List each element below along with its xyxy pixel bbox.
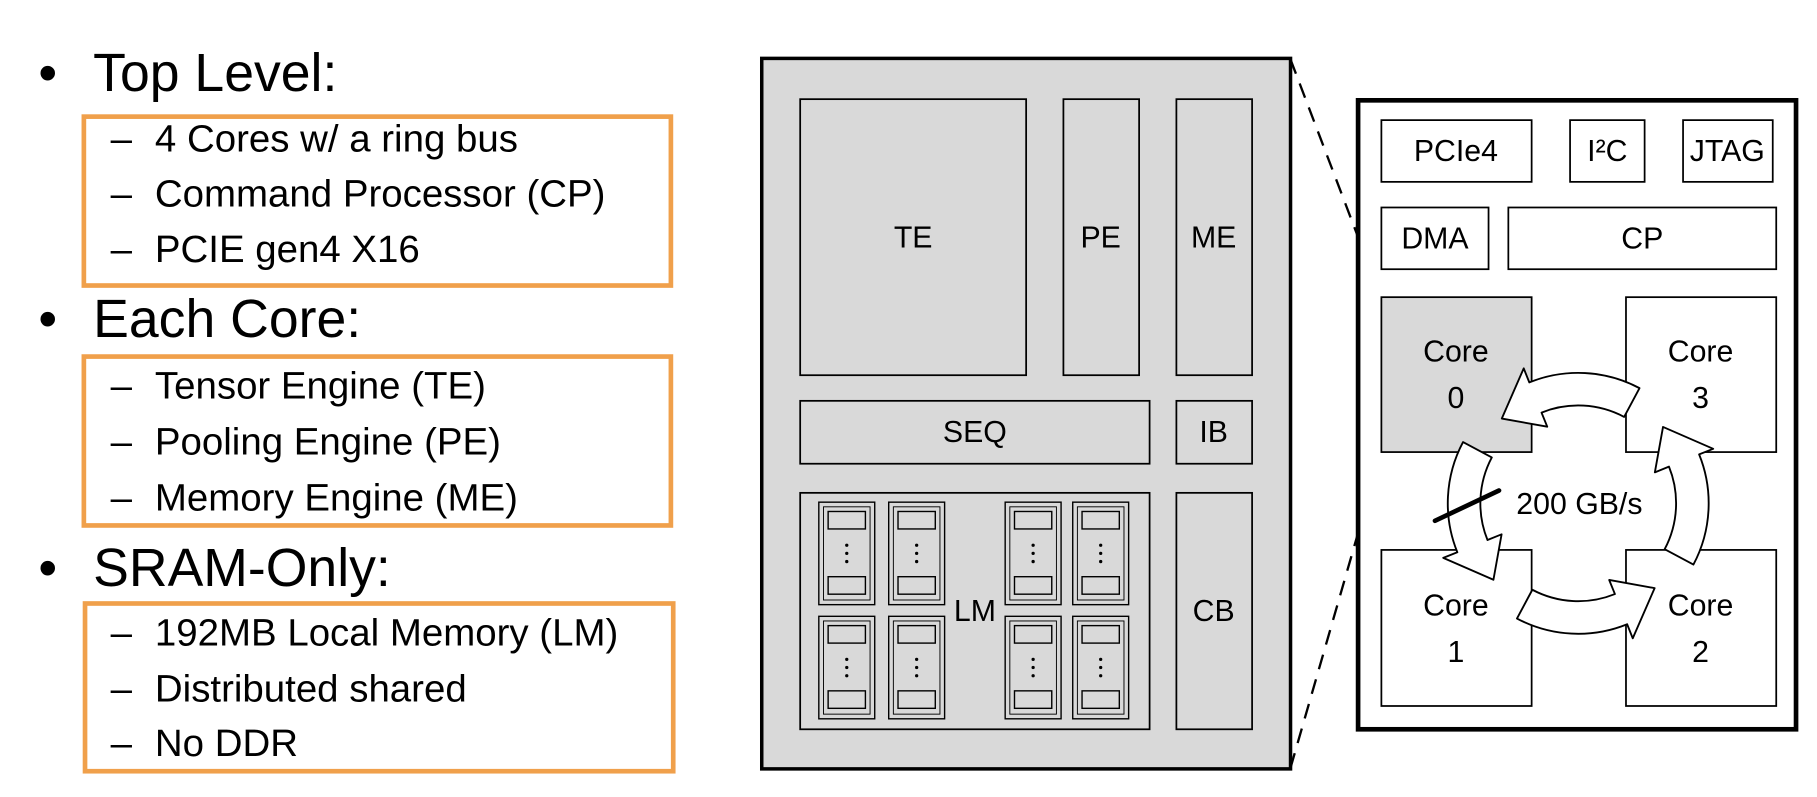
list-item: Command Processor (CP)	[155, 172, 606, 215]
ring-bus	[1442, 367, 1715, 640]
core-index: 0	[1448, 382, 1465, 415]
i2c-block	[1569, 119, 1646, 183]
ring-bus-arrow	[1516, 579, 1656, 640]
lm-label: LM	[954, 595, 996, 628]
me-label: ME	[1191, 221, 1236, 254]
list-item: No DDR	[155, 722, 298, 765]
bullet-marker: •	[38, 539, 57, 598]
memory-bank-cell	[1072, 615, 1130, 720]
cp-label: CP	[1621, 222, 1663, 255]
pe-label: PE	[1080, 221, 1120, 254]
list-item: 192MB Local Memory (LM)	[155, 611, 618, 654]
core-index: 2	[1692, 636, 1709, 669]
core-1-block	[1380, 549, 1533, 707]
dash-marker: –	[111, 667, 133, 710]
jtag-label: JTAG	[1690, 135, 1765, 168]
bus-width-slash	[1432, 488, 1502, 524]
ring-bus-arrow	[1653, 425, 1715, 566]
memory-bank-cell	[1004, 501, 1062, 606]
highlight-box	[81, 114, 674, 288]
te-block	[799, 98, 1028, 377]
cb-block	[1175, 491, 1253, 731]
dash-marker: –	[111, 365, 133, 408]
list-item: Memory Engine (ME)	[155, 476, 518, 519]
core-index: 3	[1692, 382, 1709, 415]
dash-marker: –	[111, 118, 133, 161]
dash-marker: –	[111, 722, 133, 765]
core-label: Core	[1668, 335, 1734, 368]
memory-bank-cell	[818, 615, 876, 720]
jtag-block	[1682, 119, 1774, 183]
dash-marker: –	[111, 611, 133, 654]
ring-bus-arrow	[1500, 367, 1641, 428]
ib-label: IB	[1199, 416, 1228, 449]
list-item: 4 Cores w/ a ring bus	[155, 118, 518, 161]
chip-top-level-diagram: PCIe4 I²C JTAG DMA CP Core 0 Core 3 Core…	[1355, 97, 1799, 732]
core-index: 1	[1448, 636, 1465, 669]
dash-marker: –	[111, 476, 133, 519]
core-label: Core	[1668, 589, 1734, 622]
pe-block	[1062, 98, 1140, 377]
i2c-label: I²C	[1587, 135, 1627, 168]
highlight-box	[82, 601, 676, 774]
bullet-marker: •	[38, 290, 57, 349]
core-3-block	[1625, 296, 1778, 453]
memory-bank-cell	[818, 501, 876, 606]
dma-block	[1380, 206, 1490, 271]
highlight-box	[81, 354, 674, 528]
memory-bank-cell	[888, 615, 946, 720]
list-item: PCIE gen4 X16	[155, 228, 420, 271]
dash-marker: –	[111, 228, 133, 271]
te-label: TE	[894, 221, 933, 254]
pcie-block	[1380, 119, 1533, 183]
dash-marker: –	[111, 172, 133, 215]
core-0-block	[1380, 296, 1533, 453]
core-2-block	[1625, 549, 1778, 707]
section-heading-top-level: Top Level:	[93, 44, 337, 103]
memory-bank-cell	[888, 501, 946, 606]
zoom-connector-line	[1289, 451, 1383, 769]
cb-label: CB	[1193, 595, 1235, 628]
memory-bank-cell	[1004, 615, 1062, 720]
seq-block	[799, 399, 1151, 465]
ib-block	[1175, 399, 1253, 465]
list-item: Distributed shared	[155, 667, 467, 710]
pcie-label: PCIe4	[1414, 135, 1498, 168]
list-item: Pooling Engine (PE)	[155, 420, 501, 463]
ring-bandwidth-label: 200 GB/s	[1516, 488, 1642, 521]
ring-bus-arrow	[1442, 441, 1503, 581]
memory-bank-cell	[1072, 501, 1130, 606]
dma-label: DMA	[1401, 222, 1469, 255]
list-item: Tensor Engine (TE)	[155, 365, 486, 408]
cp-block	[1507, 206, 1778, 271]
section-heading-each-core: Each Core:	[93, 290, 361, 349]
bullet-marker: •	[38, 44, 57, 103]
section-heading-sram-only: SRAM-Only:	[93, 539, 391, 598]
seq-label: SEQ	[943, 416, 1007, 449]
dash-marker: –	[111, 420, 133, 463]
core-label: Core	[1423, 335, 1489, 368]
core-detail-diagram: TE PE ME SEQ IB LM CB	[759, 56, 1293, 771]
bullet-list: • Top Level: – 4 Cores w/ a ring bus – C…	[38, 44, 676, 774]
core-label: Core	[1423, 589, 1489, 622]
me-block	[1175, 98, 1253, 377]
